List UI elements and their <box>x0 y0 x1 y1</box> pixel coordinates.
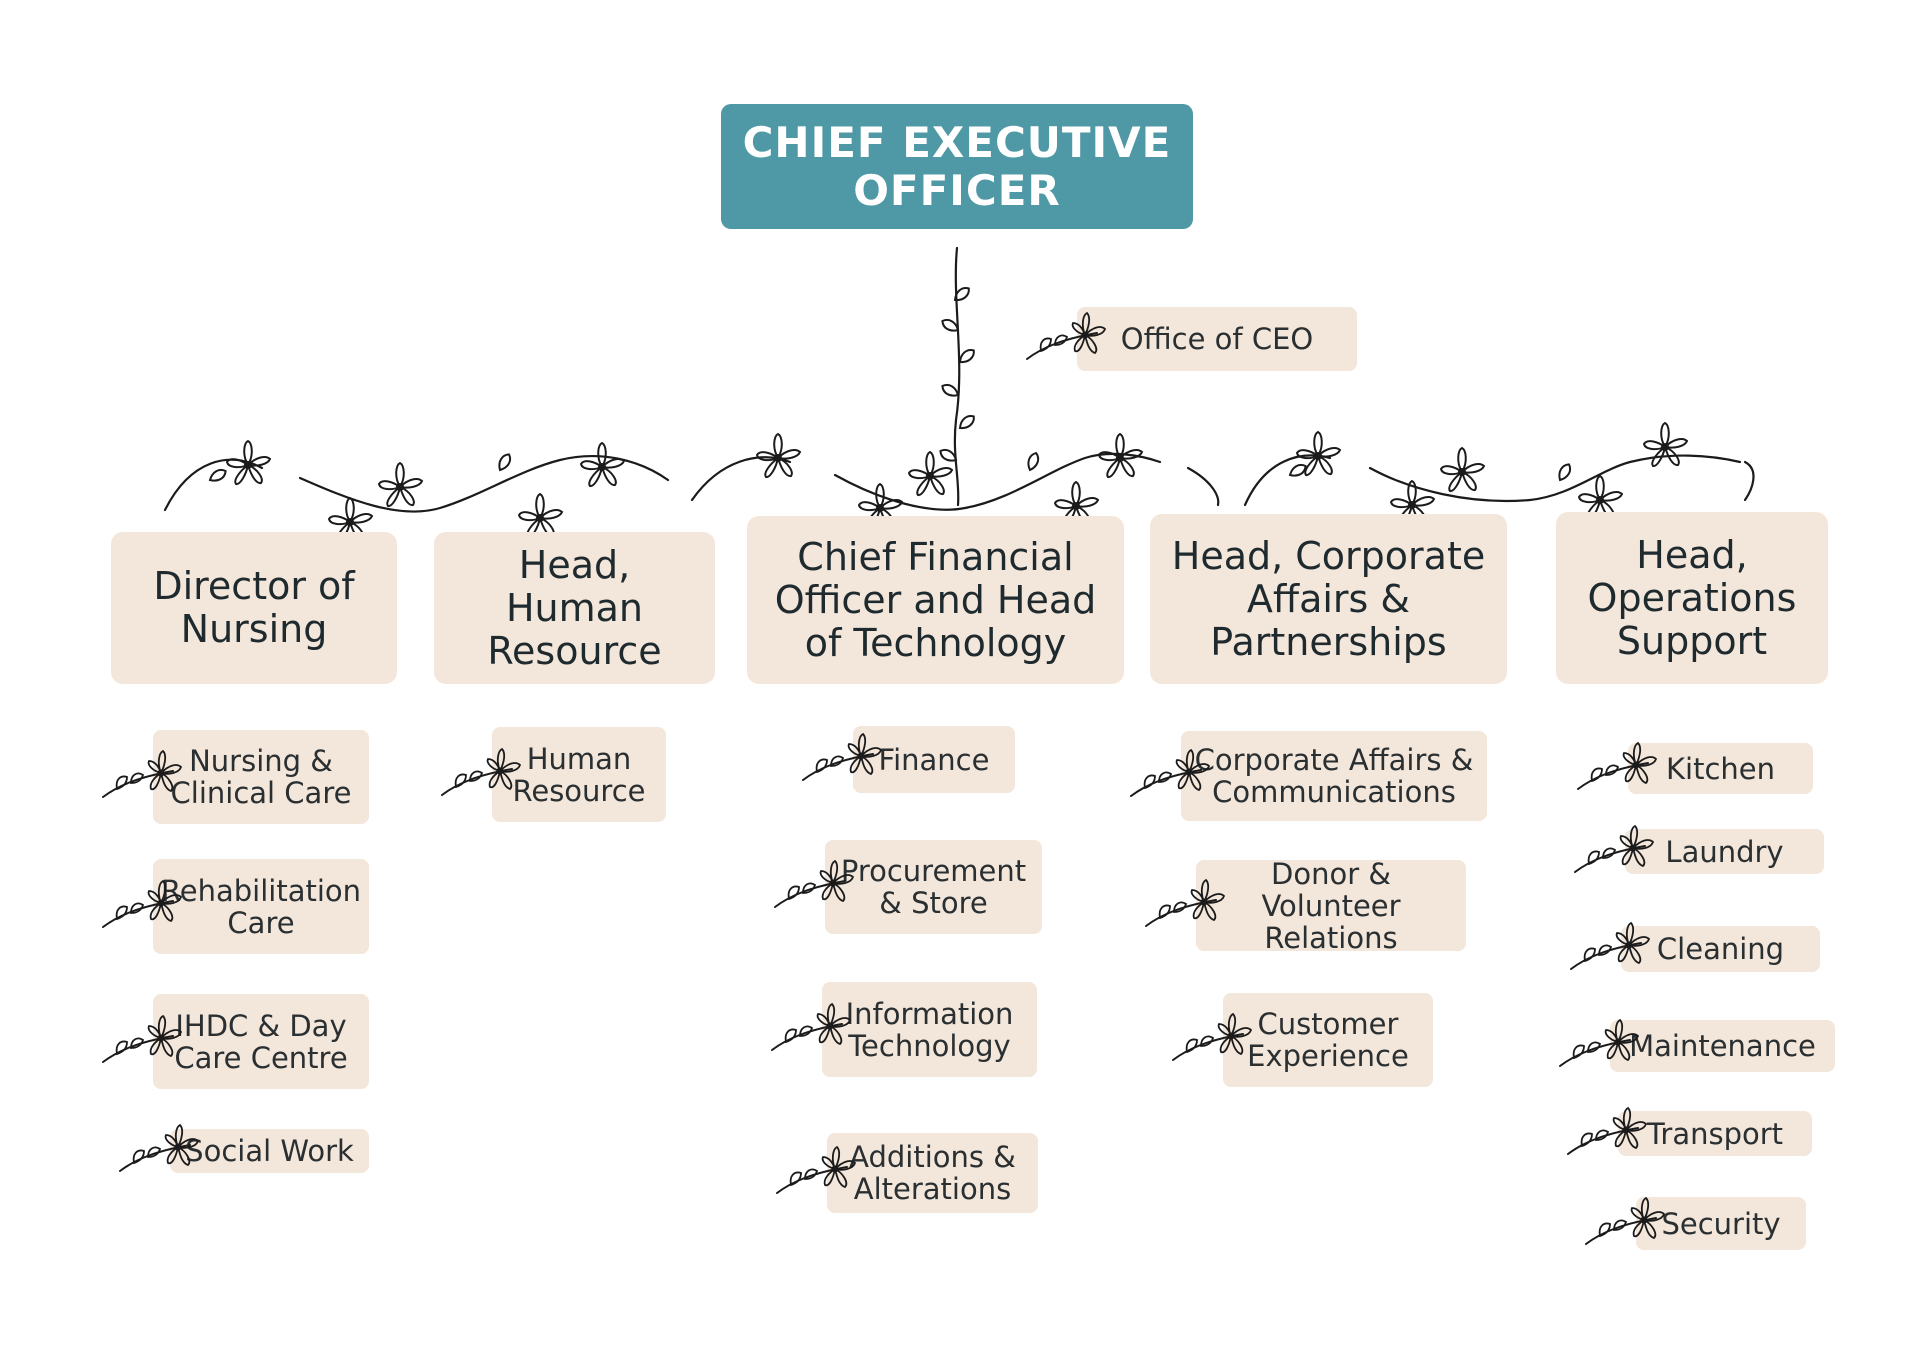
flower-sprig-icon <box>1026 312 1106 360</box>
flower-sprig-icon <box>119 1124 199 1172</box>
unit-label: Donor & Volunteer Relations <box>1261 856 1401 955</box>
unit-label: Social Work <box>185 1134 354 1168</box>
flower-sprig-icon <box>102 879 182 928</box>
unit-label: Information Technology <box>845 996 1014 1063</box>
unit-additions-alterations: Additions & Alterations <box>827 1133 1038 1213</box>
ceo-box: CHIEF EXECUTIVE OFFICER <box>721 104 1193 229</box>
unit-transport: Transport <box>1618 1111 1812 1156</box>
head-label: Chief Financial Officer and Head of Tech… <box>774 534 1097 665</box>
flower-sprig-icon <box>441 747 521 796</box>
unit-social-work: Social Work <box>170 1129 369 1173</box>
head-operations-support: Head, Operations Support <box>1556 512 1828 684</box>
head-label: Head, Corporate Affairs & Partnerships <box>1171 533 1486 664</box>
unit-label: Security <box>1661 1206 1781 1241</box>
unit-corporate-affairs-communications: Corporate Affairs & Communications <box>1181 731 1487 821</box>
unit-human-resource: Human Resource <box>492 727 666 822</box>
unit-label: Maintenance <box>1629 1029 1816 1063</box>
flower-sprig-icon <box>1570 922 1650 970</box>
flower-sprig-icon <box>1585 1196 1665 1245</box>
unit-label: Procurement & Store <box>840 854 1027 920</box>
unit-customer-experience: Customer Experience <box>1223 993 1433 1087</box>
unit-label: Customer Experience <box>1247 1007 1409 1073</box>
unit-cleaning: Cleaning <box>1621 926 1820 972</box>
head-director-of-nursing: Director of Nursing <box>111 532 397 684</box>
unit-label: Additions & Alterations <box>849 1140 1016 1206</box>
flower-sprig-icon <box>102 750 182 798</box>
head-label: Head, Operations Support <box>1587 532 1797 663</box>
unit-label: Laundry <box>1665 834 1784 869</box>
head-chief-financial-officer: Chief Financial Officer and Head of Tech… <box>747 516 1124 684</box>
flower-sprig-icon <box>802 732 882 781</box>
unit-information-technology: Information Technology <box>822 982 1037 1077</box>
flower-sprig-icon <box>1577 741 1657 790</box>
unit-nursing-clinical-care: Nursing & Clinical Care <box>153 730 369 824</box>
unit-rehabilitation-care: Rehabilitation Care <box>153 859 369 954</box>
flower-sprig-icon <box>1559 1019 1639 1067</box>
head-corporate-affairs: Head, Corporate Affairs & Partnerships <box>1150 514 1507 684</box>
office-of-ceo-label: Office of CEO <box>1120 322 1314 356</box>
unit-label: Cleaning <box>1656 932 1785 966</box>
ceo-title: CHIEF EXECUTIVE OFFICER <box>742 117 1172 215</box>
head-label: Director of Nursing <box>153 564 355 651</box>
unit-label: IHDC & Day Care Centre <box>174 1008 348 1075</box>
unit-ihdc-day-care: IHDC & Day Care Centre <box>153 994 369 1089</box>
unit-label: Rehabilitation Care <box>160 873 362 940</box>
unit-label: Nursing & Clinical Care <box>170 744 352 810</box>
unit-label: Transport <box>1646 1116 1784 1151</box>
unit-label: Human Resource <box>512 741 646 808</box>
unit-security: Security <box>1636 1197 1806 1250</box>
unit-label: Finance <box>878 742 990 777</box>
flower-sprig-icon <box>1130 749 1210 797</box>
unit-procurement-store: Procurement & Store <box>825 840 1042 934</box>
flower-sprig-icon <box>102 1014 182 1063</box>
unit-label: Kitchen <box>1666 751 1775 786</box>
head-label: Head, Human Resource <box>487 542 662 673</box>
flower-sprig-icon <box>771 1002 851 1051</box>
flower-sprig-icon <box>1567 1106 1647 1155</box>
unit-kitchen: Kitchen <box>1628 743 1813 794</box>
head-human-resource: Head, Human Resource <box>434 532 715 684</box>
unit-label: Corporate Affairs & Communications <box>1194 743 1474 809</box>
unit-finance: Finance <box>853 726 1015 793</box>
unit-laundry: Laundry <box>1625 829 1824 874</box>
flower-sprig-icon <box>1574 824 1654 873</box>
unit-donor-volunteer-relations: Donor & Volunteer Relations <box>1196 856 1466 955</box>
office-of-ceo-box: Office of CEO <box>1077 307 1357 371</box>
flower-sprig-icon <box>774 860 854 908</box>
flower-sprig-icon <box>1172 1013 1252 1061</box>
unit-maintenance: Maintenance <box>1610 1020 1835 1072</box>
flower-sprig-icon <box>1145 878 1225 927</box>
flower-sprig-icon <box>776 1146 856 1194</box>
